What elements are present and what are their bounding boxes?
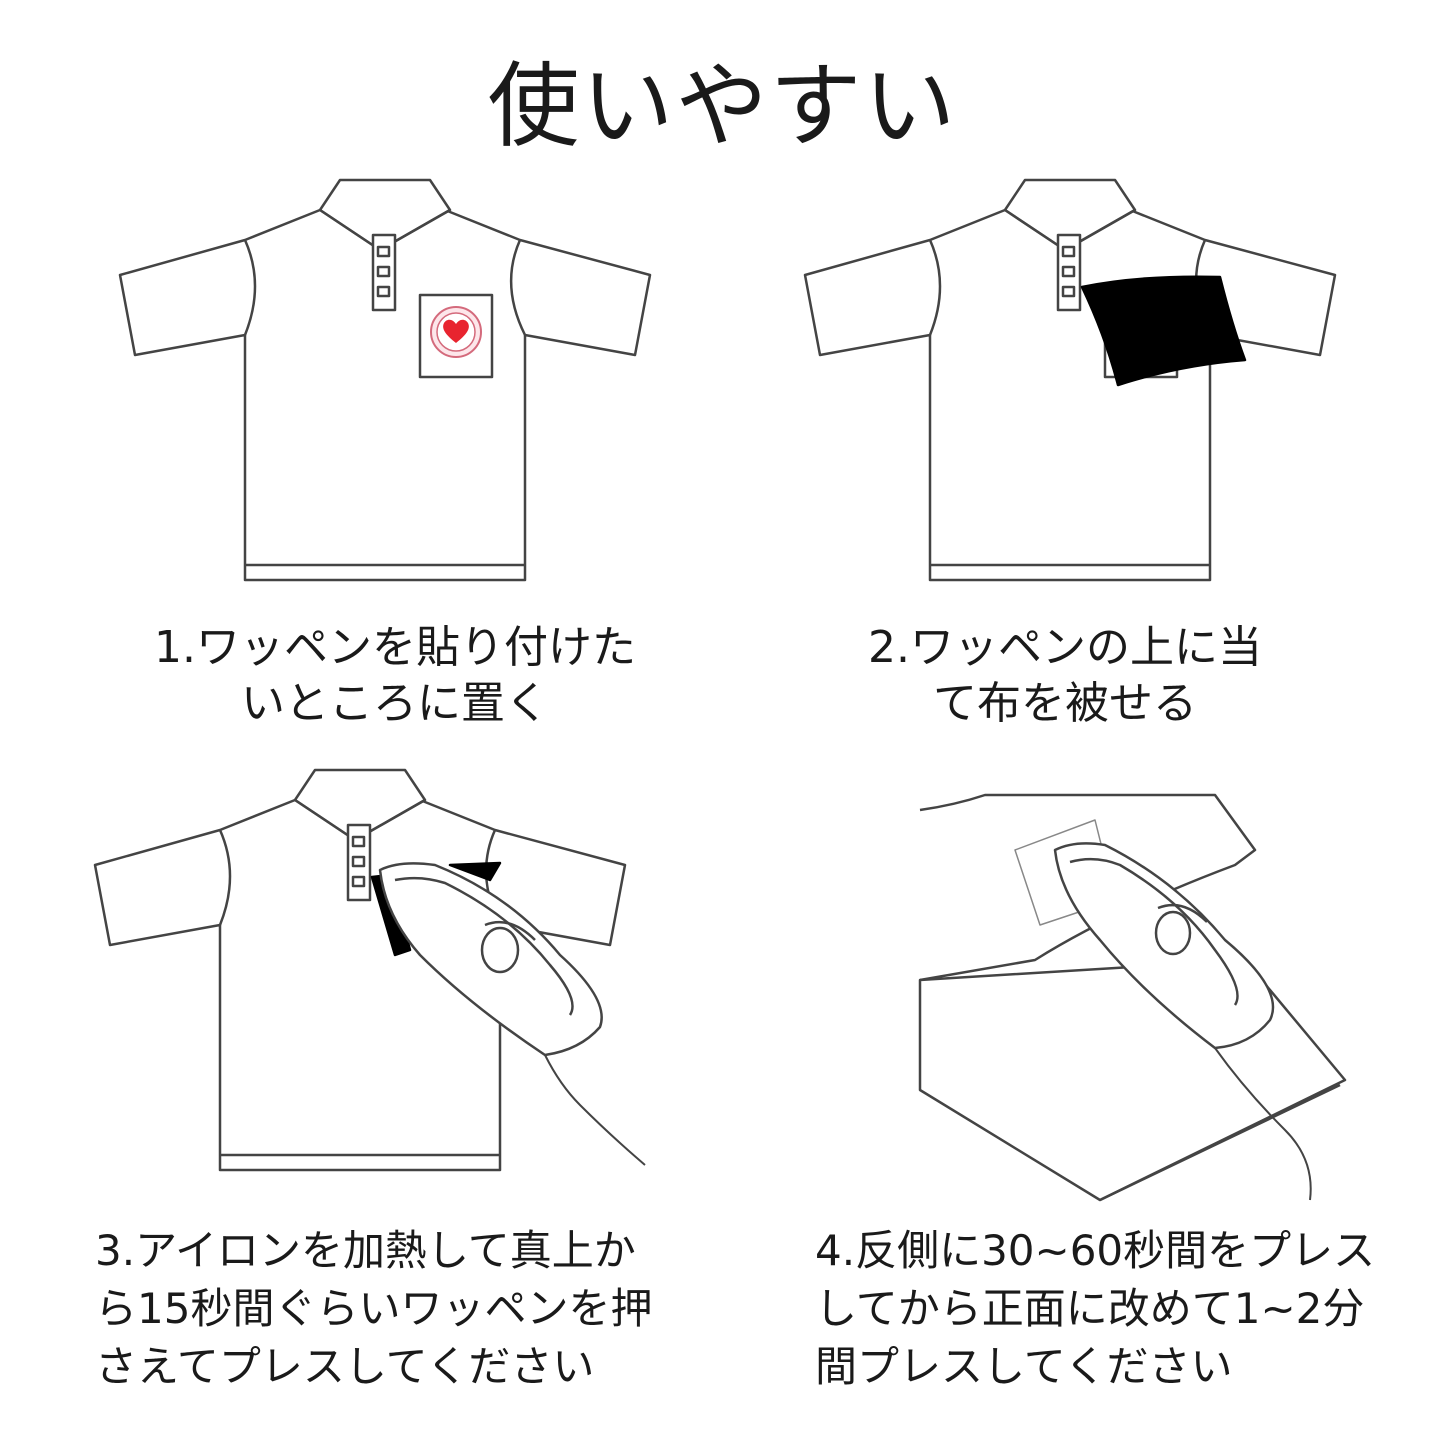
cloth-icon: [1080, 275, 1247, 387]
step-2-illustration: [800, 175, 1340, 585]
step-4-illustration: [915, 790, 1355, 1210]
iron-icon: [378, 862, 646, 1166]
page-title: 使いやすい: [487, 53, 958, 160]
step-3-illustration: [90, 765, 650, 1175]
shirt-icon: [803, 178, 1337, 582]
iron-icon: [1053, 842, 1312, 1201]
heart-patch-icon: [430, 306, 482, 358]
step-1-caption: 1.ワッペンを貼り付けた いところに置く: [154, 622, 636, 729]
step-1-illustration: [115, 175, 655, 585]
fabric-icon: [918, 793, 1347, 1202]
shirt-icon: [118, 178, 652, 582]
step-3-caption: 3.アイロンを加熱して真上か ら15秒間ぐらいワッペンを押 さえてプレスしてくだ…: [95, 1226, 653, 1391]
step-2-caption: 2.ワッペンの上に当 て布を被せる: [868, 622, 1262, 729]
step-4-caption: 4.反側に30~60秒間をプレス してから正面に改めて1~2分 間プレスしてくだ…: [815, 1226, 1376, 1391]
